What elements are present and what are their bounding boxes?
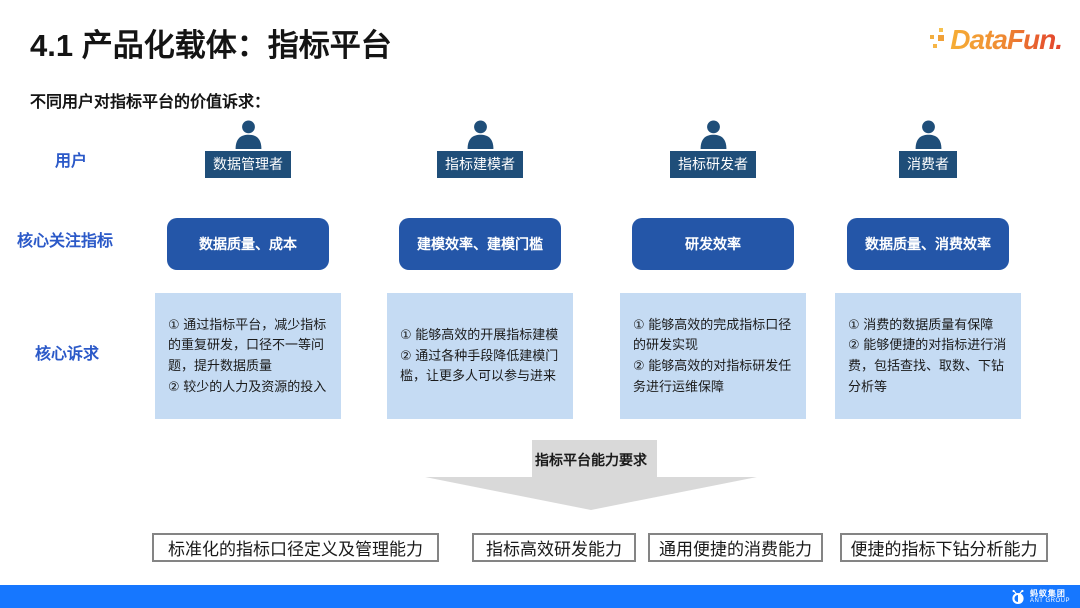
key-metric-box: 建模效率、建模门槛	[399, 218, 561, 270]
user-column-metric-modeler: 指标建模者 建模效率、建模门槛 ① 能够高效的开展指标建模 ② 通过各种手段降低…	[387, 120, 573, 419]
person-icon	[235, 120, 261, 149]
person-icon	[915, 120, 941, 149]
key-metric-box: 研发效率	[632, 218, 794, 270]
user-tag: 指标建模者	[437, 151, 523, 178]
core-demand-text: ① 能够高效的完成指标口径的研发实现 ② 能够高效的对指标研发任务进行运维保障	[633, 316, 792, 394]
person-icon	[700, 120, 726, 149]
ant-group-logo: 蚂蚁集团 ANT GROUP	[1010, 589, 1070, 605]
core-demand-box: ① 消费的数据质量有保障 ② 能够便捷的对指标进行消费，包括查找、取数、下钻分析…	[835, 293, 1021, 419]
core-demand-box: ① 能够高效的开展指标建模 ② 通过各种手段降低建模门槛，让更多人可以参与进来	[387, 293, 573, 419]
footer-bar: 蚂蚁集团 ANT GROUP	[0, 585, 1080, 608]
footer-company-en: ANT GROUP	[1029, 597, 1070, 604]
user-column-consumer: 消费者 数据质量、消费效率 ① 消费的数据质量有保障 ② 能够便捷的对指标进行消…	[835, 120, 1021, 419]
user-tag: 数据管理者	[205, 151, 291, 178]
intro-text: 不同用户对指标平台的价值诉求：	[30, 94, 271, 111]
footer-company-cn: 蚂蚁集团	[1029, 588, 1066, 598]
user-column-data-manager: 数据管理者 数据质量、成本 ① 通过指标平台，减少指标的重复研发，口径不一等问题…	[155, 120, 341, 419]
logo-text: DataFun.	[950, 24, 1063, 55]
capability-box: 标准化的指标口径定义及管理能力	[152, 533, 439, 562]
down-arrow: 指标平台能力要求	[425, 440, 757, 510]
key-metric-box: 数据质量、消费效率	[847, 218, 1009, 270]
footer-company-text: 蚂蚁集团 ANT GROUP	[1030, 589, 1070, 605]
core-demand-text: ① 消费的数据质量有保障 ② 能够便捷的对指标进行消费，包括查找、取数、下钻分析…	[848, 316, 1007, 394]
capability-box: 便捷的指标下钻分析能力	[840, 533, 1048, 562]
capability-box: 指标高效研发能力	[472, 533, 636, 562]
arrow-label: 指标平台能力要求	[535, 452, 647, 468]
row-label-key-metrics: 核心关注指标	[17, 233, 114, 250]
logo-pixels-icon	[928, 26, 950, 54]
row-label-core-demands: 核心诉求	[35, 346, 100, 363]
ant-icon	[1012, 589, 1024, 604]
core-demand-text: ① 能够高效的开展指标建模 ② 通过各种手段降低建模门槛，让更多人可以参与进来	[400, 327, 559, 384]
user-tag: 指标研发者	[670, 151, 756, 178]
down-arrow-shape	[425, 440, 757, 510]
user-column-metric-developer: 指标研发者 研发效率 ① 能够高效的完成指标口径的研发实现 ② 能够高效的对指标…	[620, 120, 806, 419]
key-metric-box: 数据质量、成本	[167, 218, 329, 270]
core-demand-text: ① 通过指标平台，减少指标的重复研发，口径不一等问题，提升数据质量 ② 较少的人…	[168, 316, 327, 394]
datafun-logo: DataFun.	[928, 24, 1063, 56]
user-tag: 消费者	[899, 151, 957, 178]
row-label-users: 用户	[55, 153, 88, 170]
core-demand-box: ① 通过指标平台，减少指标的重复研发，口径不一等问题，提升数据质量 ② 较少的人…	[155, 293, 341, 419]
core-demand-box: ① 能够高效的完成指标口径的研发实现 ② 能够高效的对指标研发任务进行运维保障	[620, 293, 806, 419]
capability-box: 通用便捷的消费能力	[648, 533, 823, 562]
person-icon	[467, 120, 493, 149]
page-title: 4.1 产品化载体：指标平台	[30, 28, 392, 63]
